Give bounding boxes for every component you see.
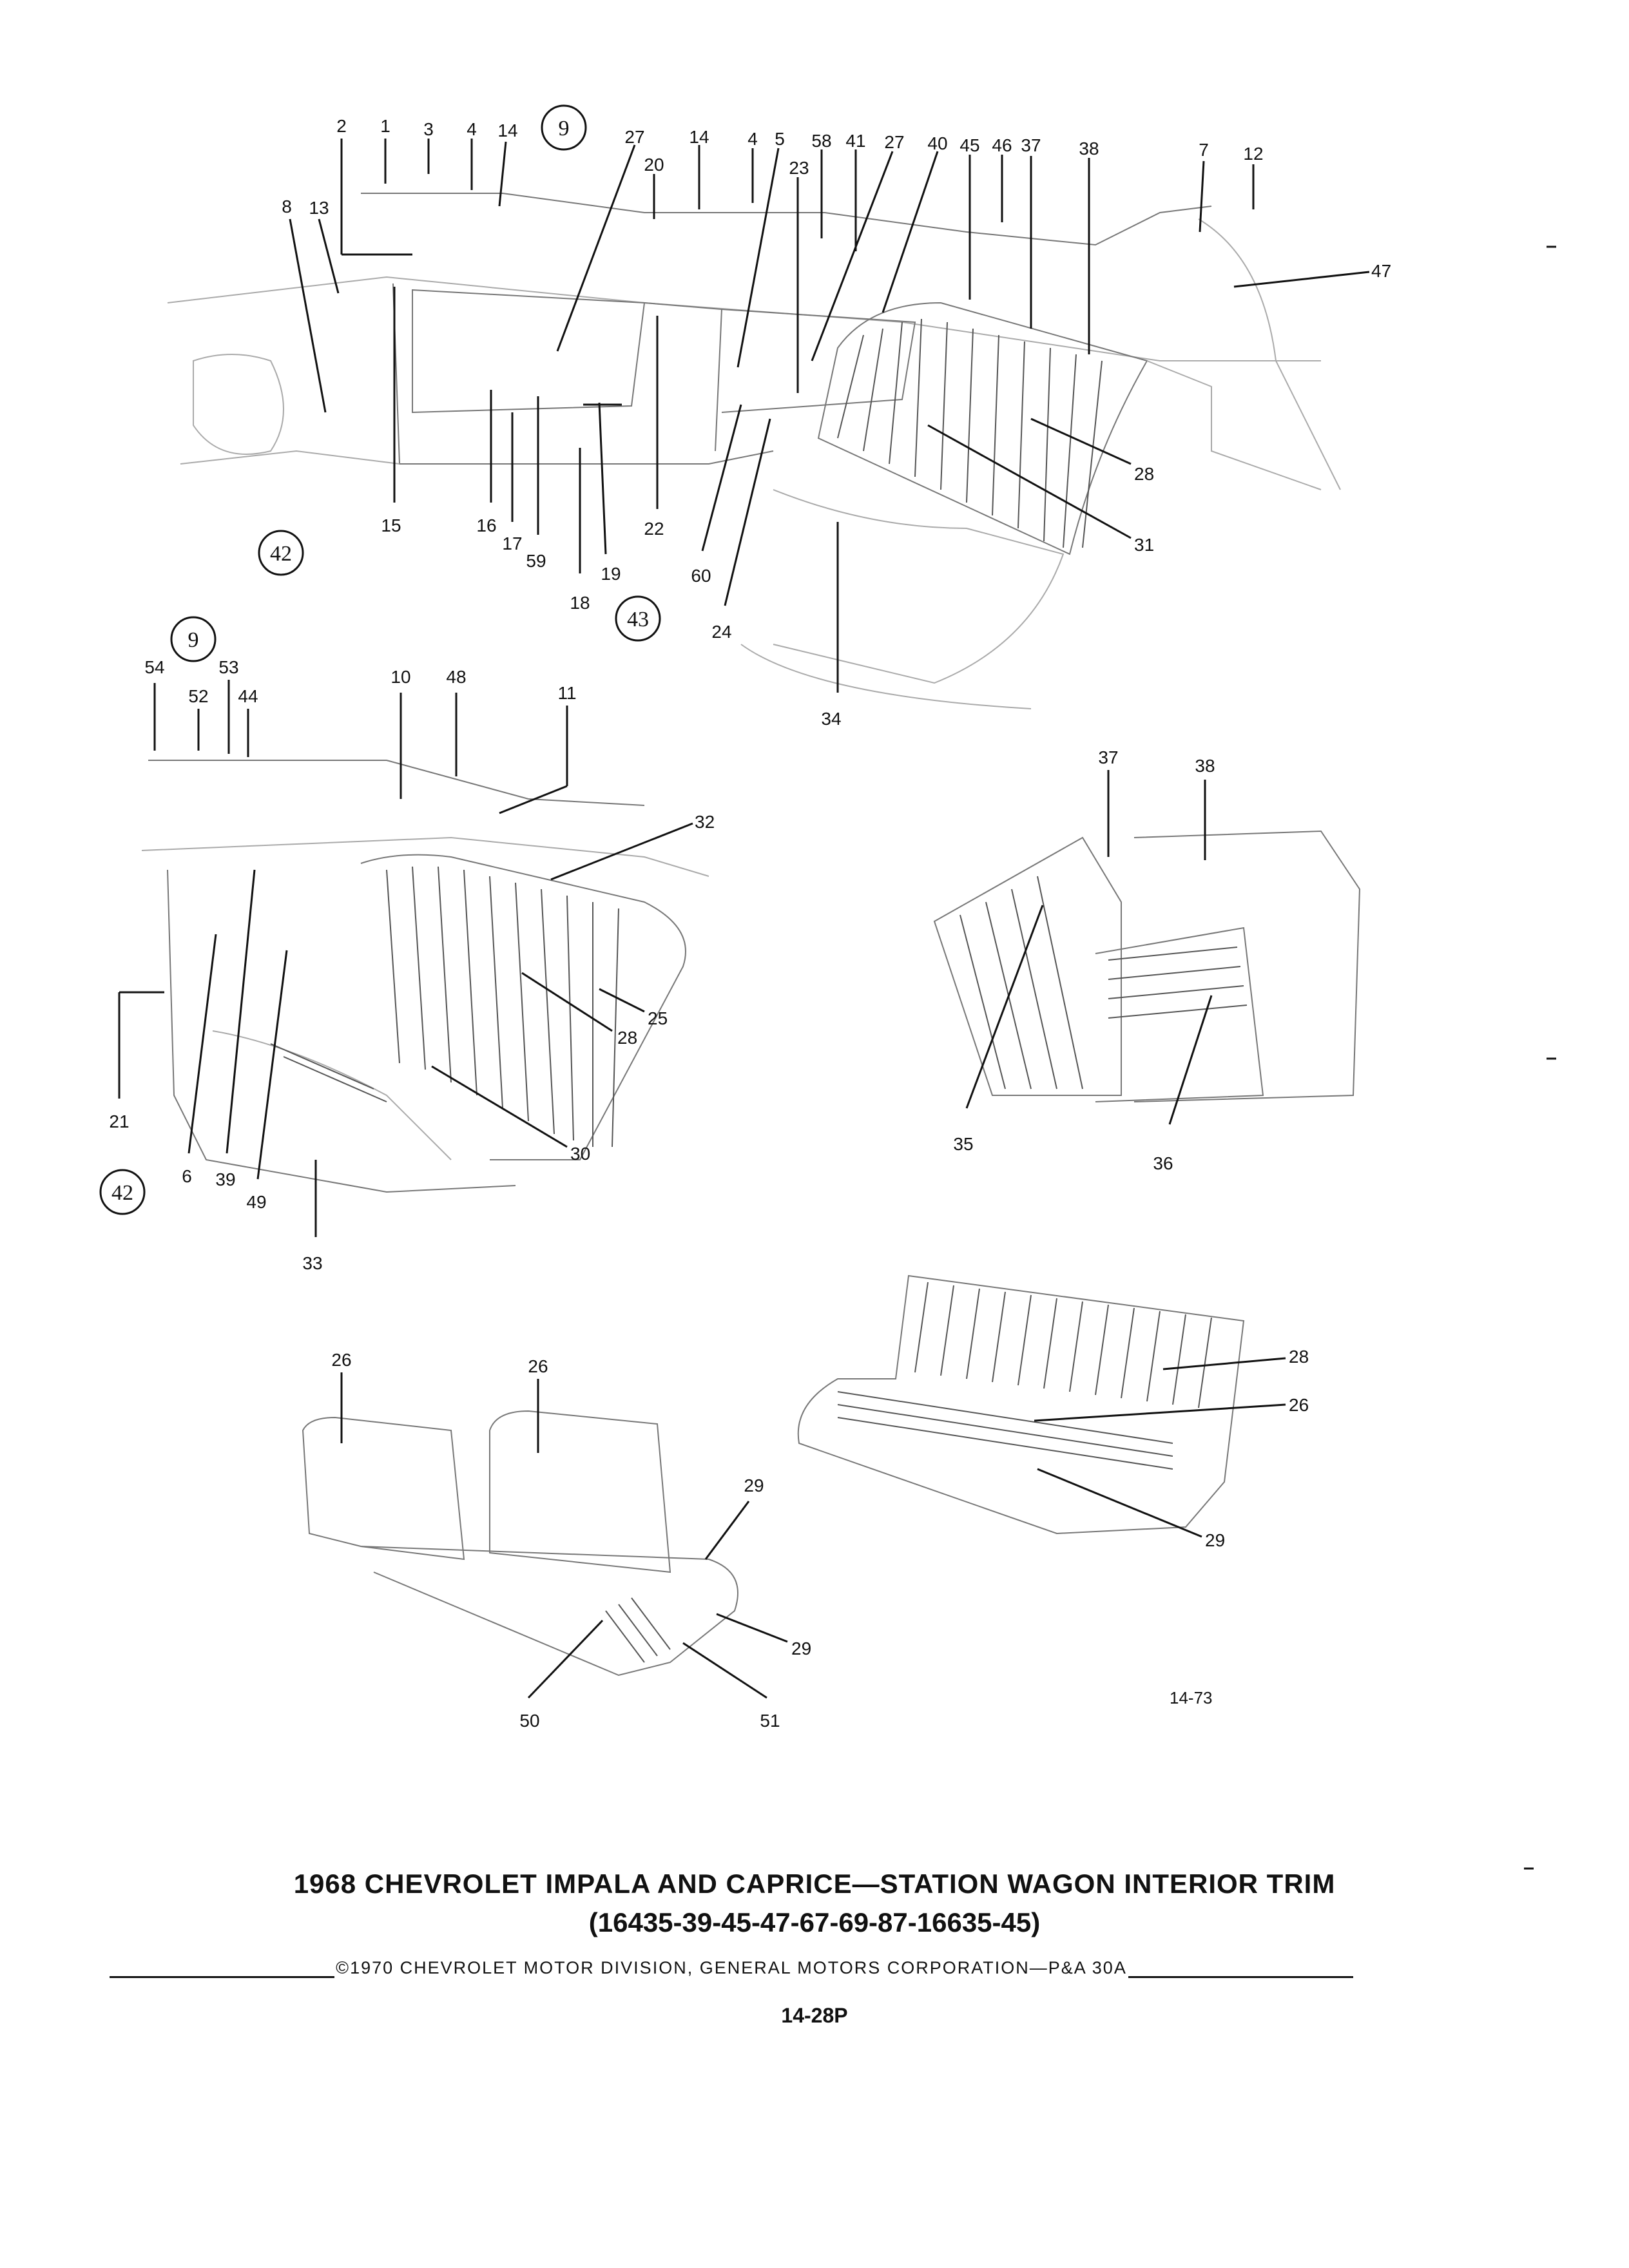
copyright-text: ©1970 CHEVROLET MOTOR DIVISION, GENERAL …: [336, 1958, 1127, 1977]
bench-stripes: [837, 1282, 1212, 1470]
bottom-left-view: [302, 1410, 738, 1677]
callout-label: 17: [502, 533, 522, 553]
callout-label: 38: [1079, 139, 1099, 159]
callout-label: 34: [821, 709, 841, 729]
figure-code: 14-73: [1170, 1688, 1213, 1707]
callout-label: 10: [390, 667, 410, 687]
callout-label: 26: [1289, 1395, 1309, 1415]
callout-label: 53: [218, 657, 238, 677]
callout-label: 16: [476, 515, 496, 535]
callout-label: 2: [336, 116, 347, 136]
callout-label: 24: [711, 622, 731, 642]
callouts-bottom-left: 26 26 29 29 50 51: [331, 1350, 811, 1731]
callout-label: 59: [526, 551, 546, 571]
callouts-top: 2 1 3 4 14 27 14 4 5 58 41 27 40 45 46 3…: [282, 116, 1391, 729]
callout-label: 31: [1134, 535, 1154, 555]
callout-label: 30: [570, 1144, 590, 1164]
callout-label: 52: [188, 686, 208, 706]
callout-label: 48: [446, 667, 466, 687]
callout-label: 1: [380, 116, 390, 136]
callouts-middle-left: 54 53 52 44 10 48 11 32 25 28 30 21 6 39…: [109, 657, 715, 1273]
callout-label: 11: [557, 683, 576, 703]
page-title: 1968 CHEVROLET IMPALA AND CAPRICE—STATIO…: [293, 1869, 1336, 1899]
callouts-bottom-right: 28 26 29: [1034, 1347, 1309, 1550]
callout-label: 25: [648, 1008, 668, 1028]
callout-label: 18: [570, 593, 590, 613]
callout-label: 21: [109, 1111, 129, 1131]
section-ref: 43: [615, 595, 661, 642]
callout-label: 4: [467, 119, 477, 139]
section-ref: 9: [541, 104, 587, 151]
rear-seat-stripes: [386, 866, 619, 1148]
callout-label: 5: [775, 129, 785, 149]
callout-label: 15: [381, 515, 401, 535]
callout-label: 37: [1098, 747, 1118, 767]
callout-label: 29: [1205, 1530, 1225, 1550]
rule-right: [1128, 1962, 1354, 1978]
callout-label: 20: [644, 155, 664, 175]
callout-label: 35: [953, 1134, 973, 1154]
callout-label: 54: [144, 657, 164, 677]
callout-label: 8: [282, 197, 292, 216]
callout-label: 29: [744, 1475, 764, 1495]
rule-left: [110, 1962, 335, 1978]
callout-label: 7: [1199, 140, 1209, 160]
middle-right-view: [933, 830, 1361, 1102]
page-number: 14-28P: [781, 2004, 848, 2027]
callout-label: 26: [528, 1356, 548, 1376]
callout-label: 28: [617, 1028, 637, 1048]
copyright-line: ©1970 CHEVROLET MOTOR DIVISION, GENERAL …: [110, 1952, 1354, 1978]
callout-label: 4: [747, 129, 758, 149]
section-ref: 9: [170, 616, 217, 662]
callout-label: 27: [884, 132, 904, 152]
callout-label: 23: [789, 158, 809, 178]
middle-left-view: [141, 760, 709, 1193]
section-ref: 42: [258, 530, 304, 576]
callout-label: 28: [1289, 1347, 1309, 1367]
callout-label: 12: [1243, 144, 1263, 164]
callout-label: 58: [811, 131, 831, 151]
callout-label: 46: [992, 135, 1012, 155]
callout-label: 44: [238, 686, 258, 706]
callout-label: 40: [927, 133, 947, 153]
top-interior-view: [167, 193, 1341, 709]
fold-seat-stripes: [959, 876, 1248, 1090]
callouts-middle-right: 37 38 35 36: [953, 747, 1215, 1173]
callout-label: 6: [182, 1166, 192, 1186]
seat-back-stripes: [837, 318, 1103, 548]
callout-label: 13: [309, 198, 329, 218]
callout-label: 37: [1021, 135, 1041, 155]
callout-label: 3: [423, 119, 434, 139]
callout-label: 19: [601, 564, 621, 584]
callout-label: 51: [760, 1711, 780, 1731]
callout-label: 45: [959, 135, 979, 155]
section-ref-label: 43: [627, 608, 649, 631]
page-subtitle: (16435-39-45-47-67-69-87-16635-45): [588, 1907, 1041, 1937]
callout-label: 29: [791, 1639, 811, 1658]
section-ref-label: 9: [188, 628, 199, 652]
section-ref: 42: [99, 1169, 146, 1215]
callout-label: 27: [624, 127, 644, 147]
callout-label: 33: [302, 1253, 322, 1273]
callout-label: 47: [1371, 261, 1391, 281]
callout-label: 38: [1195, 756, 1215, 776]
callout-label: 41: [845, 131, 865, 151]
callout-label: 36: [1153, 1153, 1173, 1173]
section-ref-label: 42: [111, 1181, 133, 1205]
section-ref-label: 9: [559, 117, 570, 140]
callout-label: 39: [215, 1169, 235, 1189]
callout-label: 14: [497, 120, 517, 140]
callout-label: 32: [695, 812, 715, 832]
callout-label: 26: [331, 1350, 351, 1370]
callout-label: 60: [691, 566, 711, 586]
callout-label: 50: [519, 1711, 539, 1731]
section-ref-label: 42: [270, 542, 292, 566]
callout-label: 22: [644, 519, 664, 539]
callout-label: 28: [1134, 464, 1154, 484]
bottom-right-view: [797, 1274, 1245, 1535]
callout-label: 14: [689, 127, 709, 147]
callout-label: 49: [246, 1192, 266, 1212]
